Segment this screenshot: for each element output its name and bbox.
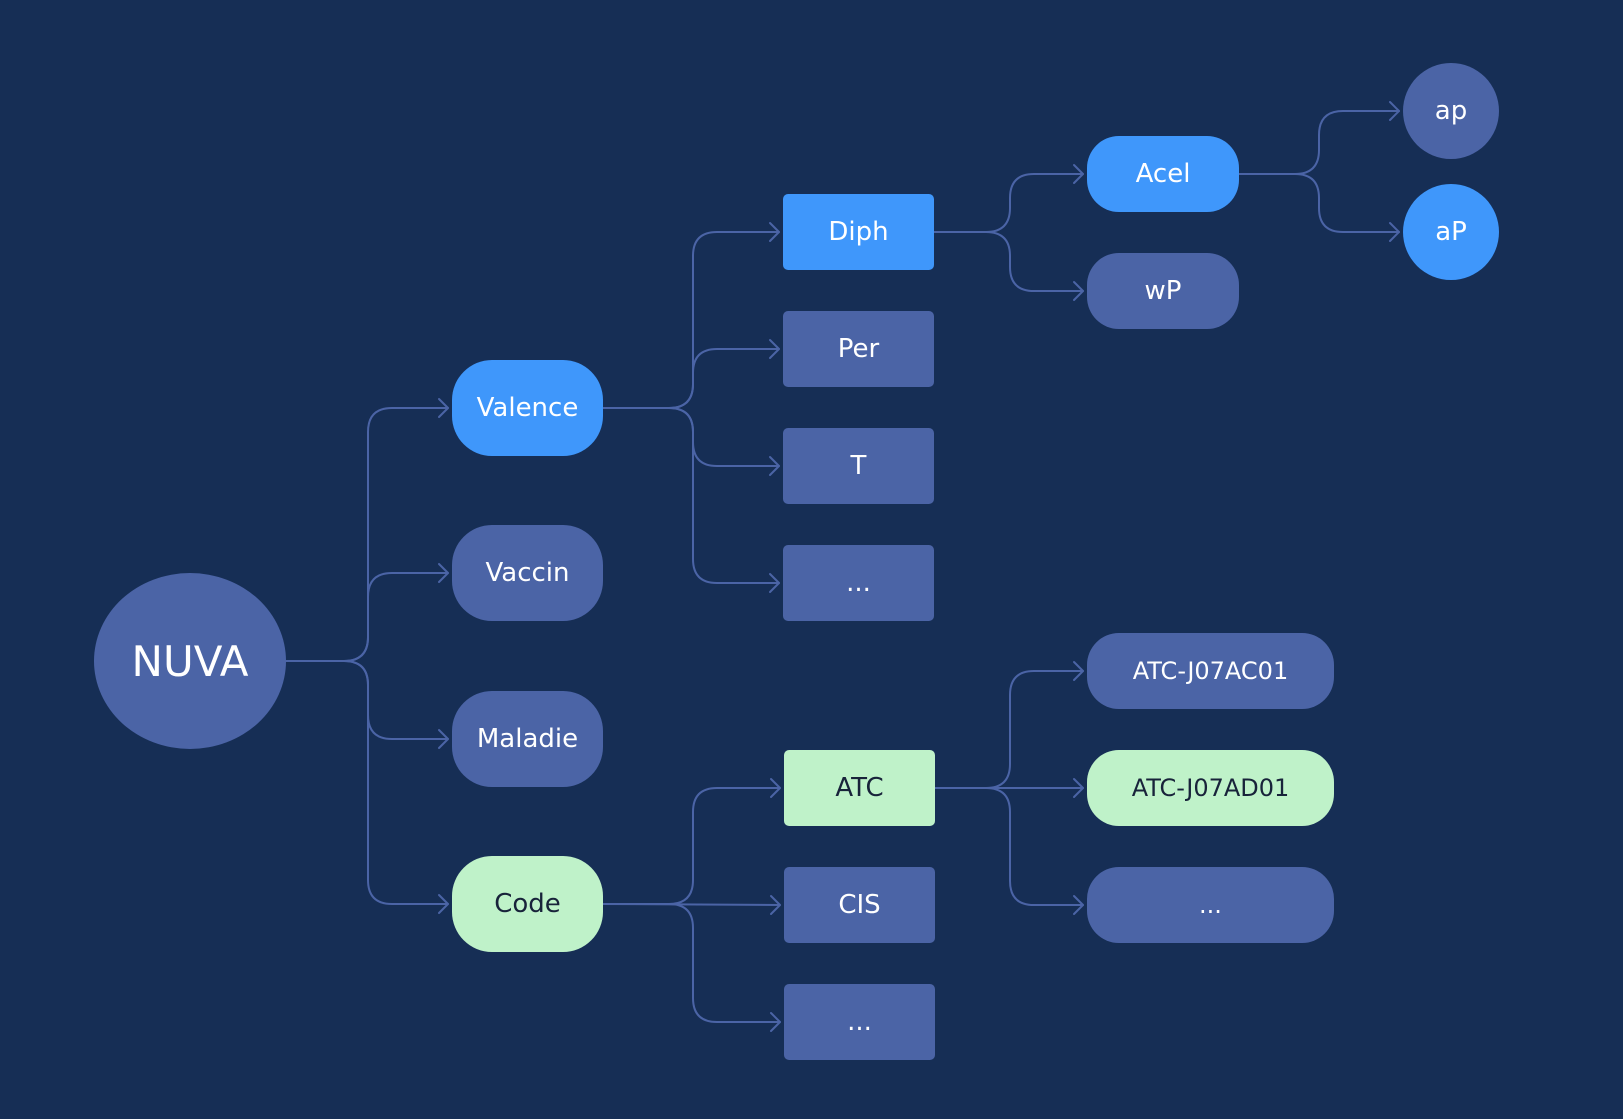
- arrowhead-node-atc: [770, 778, 781, 798]
- node-atc[interactable]: ATC: [784, 750, 935, 826]
- arrowhead-node-ap-lower: [1389, 101, 1400, 121]
- arrowhead-node-per: [769, 339, 780, 359]
- node-diph-label: Diph: [828, 217, 889, 247]
- node-cis-label: CIS: [838, 890, 881, 920]
- node-per[interactable]: Per: [783, 311, 934, 387]
- arrowhead-node-code: [438, 894, 449, 914]
- node-atc-more[interactable]: ...: [1087, 867, 1334, 943]
- node-code-more[interactable]: ...: [784, 984, 935, 1060]
- arrowhead-node-ap-upper: [1389, 222, 1400, 242]
- node-cis[interactable]: CIS: [784, 867, 935, 943]
- connector-node-diph-to-node-wp: [933, 231, 1084, 292]
- node-atc-j07ac01[interactable]: ATC-J07AC01: [1087, 633, 1334, 709]
- node-code-more-label: ...: [847, 1007, 872, 1037]
- node-maladie-label: Maladie: [476, 724, 579, 754]
- arrowhead-node-maladie: [438, 729, 449, 749]
- node-vaccin-label: Vaccin: [485, 558, 570, 588]
- arrowhead-node-diph: [769, 222, 780, 242]
- node-per-label: Per: [837, 334, 880, 364]
- connector-node-atc-to-node-atc-j07ac01: [934, 670, 1084, 789]
- arrowhead-node-vaccin: [438, 563, 449, 583]
- connector-node-valence-to-node-t: [602, 407, 780, 467]
- connector-node-valence-to-node-valence-more: [602, 407, 780, 584]
- arrowhead-node-valence-more: [769, 573, 780, 593]
- connector-node-acel-to-node-ap-upper: [1238, 173, 1400, 233]
- connector-node-atc-to-node-atc-more: [934, 787, 1084, 906]
- connector-node-code-to-node-code-more: [602, 903, 781, 1023]
- node-valence-label: Valence: [476, 393, 579, 423]
- node-acel-label: Acel: [1135, 159, 1191, 189]
- node-code[interactable]: Code: [452, 856, 603, 952]
- node-atc-more-label: ...: [1199, 891, 1222, 919]
- node-diph[interactable]: Diph: [783, 194, 934, 270]
- node-t[interactable]: T: [783, 428, 934, 504]
- node-ap-lower[interactable]: ap: [1403, 63, 1499, 159]
- node-ap-upper-label: aP: [1435, 217, 1467, 247]
- node-vaccin[interactable]: Vaccin: [452, 525, 603, 621]
- node-nuva[interactable]: NUVA: [94, 573, 286, 749]
- connector-node-nuva-to-node-vaccin: [285, 572, 449, 662]
- connector-node-valence-to-node-per: [602, 348, 780, 409]
- node-wp[interactable]: wP: [1087, 253, 1239, 329]
- node-code-label: Code: [494, 889, 561, 919]
- arrowhead-node-acel: [1073, 164, 1084, 184]
- node-valence-more[interactable]: ...: [783, 545, 934, 621]
- connector-node-code-to-node-atc: [602, 787, 781, 905]
- node-valence[interactable]: Valence: [452, 360, 603, 456]
- node-maladie[interactable]: Maladie: [452, 691, 603, 787]
- arrowhead-node-t: [769, 456, 780, 476]
- arrowhead-node-valence: [438, 398, 449, 418]
- node-wp-label: wP: [1144, 276, 1182, 306]
- connector-node-valence-to-node-diph: [602, 231, 780, 409]
- node-ap-lower-label: ap: [1434, 96, 1468, 126]
- node-atc-j07ad01-label: ATC-J07AD01: [1131, 774, 1290, 802]
- connector-node-nuva-to-node-code: [285, 660, 449, 905]
- node-atc-j07ad01[interactable]: ATC-J07AD01: [1087, 750, 1334, 826]
- node-valence-more-label: ...: [846, 568, 871, 598]
- connector-node-acel-to-node-ap-lower: [1238, 110, 1400, 175]
- node-acel[interactable]: Acel: [1087, 136, 1239, 212]
- arrowhead-node-atc-more: [1073, 895, 1084, 915]
- node-atc-label: ATC: [835, 773, 884, 803]
- arrowhead-node-wp: [1073, 281, 1084, 301]
- arrowhead-node-cis: [770, 895, 781, 915]
- arrowhead-node-code-more: [770, 1012, 781, 1032]
- arrowhead-node-atc-j07ac01: [1073, 661, 1084, 681]
- connector-node-diph-to-node-acel: [933, 173, 1084, 233]
- node-ap-upper[interactable]: aP: [1403, 184, 1499, 280]
- node-nuva-label: NUVA: [131, 636, 249, 686]
- node-t-label: T: [850, 451, 867, 481]
- node-atc-j07ac01-label: ATC-J07AC01: [1132, 657, 1289, 685]
- arrowhead-node-atc-j07ad01: [1073, 778, 1084, 798]
